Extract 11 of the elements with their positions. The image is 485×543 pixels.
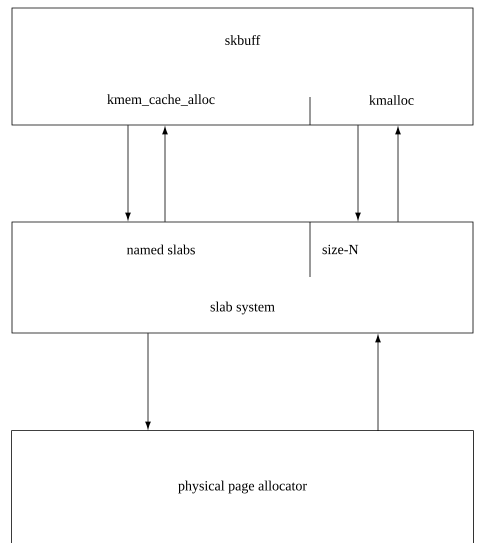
- module-box: physical page allocator: [11, 430, 474, 543]
- arrow: [162, 126, 168, 222]
- arrow: [355, 125, 361, 220]
- compartment: kmalloc: [369, 95, 414, 105]
- arrow: [395, 126, 401, 222]
- compartment: kmem_cache_alloc: [107, 94, 215, 106]
- compartment: size-N: [322, 244, 358, 254]
- arrow: [125, 125, 131, 220]
- compartment: named slabs: [126, 244, 195, 254]
- arrow: [375, 334, 381, 431]
- arrow: [145, 333, 151, 430]
